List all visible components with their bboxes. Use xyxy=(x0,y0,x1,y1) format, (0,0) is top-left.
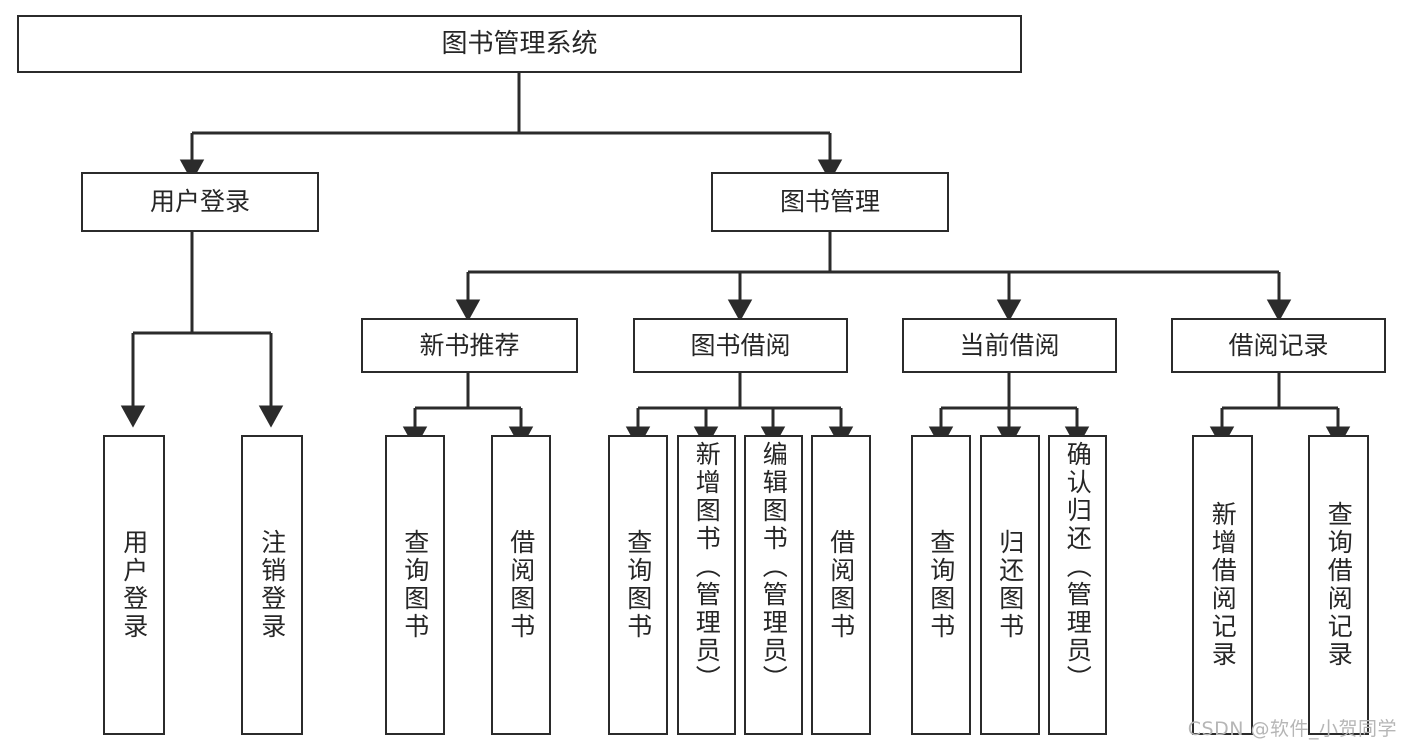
node-leaf-user-login-label: 用户登录 xyxy=(119,529,149,641)
node-current-borrow-label: 当前借阅 xyxy=(959,330,1060,360)
node-leaf-confirm-return[interactable]: 确认归还（管理员） xyxy=(1048,435,1107,735)
node-leaf-logout-login-label: 注销登录 xyxy=(257,529,287,641)
node-new-book-recommend-label: 新书推荐 xyxy=(419,330,520,360)
node-leaf-query-book-3[interactable]: 查询图书 xyxy=(911,435,971,735)
node-leaf-borrow-book-1[interactable]: 借阅图书 xyxy=(491,435,551,735)
node-current-borrow[interactable]: 当前借阅 xyxy=(902,318,1117,373)
node-leaf-return-book[interactable]: 归还图书 xyxy=(980,435,1040,735)
node-leaf-query-record-label: 查询借阅记录 xyxy=(1324,501,1354,669)
node-book-borrow[interactable]: 图书借阅 xyxy=(633,318,848,373)
node-root-label: 图书管理系统 xyxy=(441,28,598,59)
node-leaf-borrow-book-2-label: 借阅图书 xyxy=(826,529,856,641)
node-leaf-add-record-label: 新增借阅记录 xyxy=(1208,501,1238,669)
node-leaf-query-book-2[interactable]: 查询图书 xyxy=(608,435,668,735)
node-leaf-logout-login[interactable]: 注销登录 xyxy=(241,435,303,735)
node-borrow-record[interactable]: 借阅记录 xyxy=(1171,318,1386,373)
node-leaf-query-book-2-label: 查询图书 xyxy=(623,529,653,641)
node-leaf-edit-book[interactable]: 编辑图书（管理员） xyxy=(744,435,803,735)
node-leaf-add-book[interactable]: 新增图书（管理员） xyxy=(677,435,736,735)
node-leaf-user-login[interactable]: 用户登录 xyxy=(103,435,165,735)
node-leaf-query-book-1-label: 查询图书 xyxy=(400,529,430,641)
node-user-login-label: 用户登录 xyxy=(149,187,250,217)
node-root[interactable]: 图书管理系统 xyxy=(17,15,1022,73)
node-leaf-return-book-label: 归还图书 xyxy=(995,529,1025,641)
node-leaf-add-book-label: 新增图书（管理员） xyxy=(692,441,722,693)
node-leaf-query-book-1[interactable]: 查询图书 xyxy=(385,435,445,735)
watermark-text: CSDN @软件_小贺同学 xyxy=(1187,718,1397,740)
node-leaf-add-record[interactable]: 新增借阅记录 xyxy=(1192,435,1253,735)
node-borrow-record-label: 借阅记录 xyxy=(1228,330,1329,360)
node-leaf-edit-book-label: 编辑图书（管理员） xyxy=(759,441,789,693)
node-new-book-recommend[interactable]: 新书推荐 xyxy=(361,318,578,373)
node-leaf-borrow-book-2[interactable]: 借阅图书 xyxy=(811,435,871,735)
node-leaf-borrow-book-1-label: 借阅图书 xyxy=(506,529,536,641)
node-book-borrow-label: 图书借阅 xyxy=(690,330,791,360)
node-leaf-confirm-return-label: 确认归还（管理员） xyxy=(1063,441,1093,693)
node-user-login[interactable]: 用户登录 xyxy=(81,172,319,232)
node-book-management-label: 图书管理 xyxy=(779,187,880,217)
node-book-management[interactable]: 图书管理 xyxy=(711,172,949,232)
node-leaf-query-record[interactable]: 查询借阅记录 xyxy=(1308,435,1369,735)
node-leaf-query-book-3-label: 查询图书 xyxy=(926,529,956,641)
